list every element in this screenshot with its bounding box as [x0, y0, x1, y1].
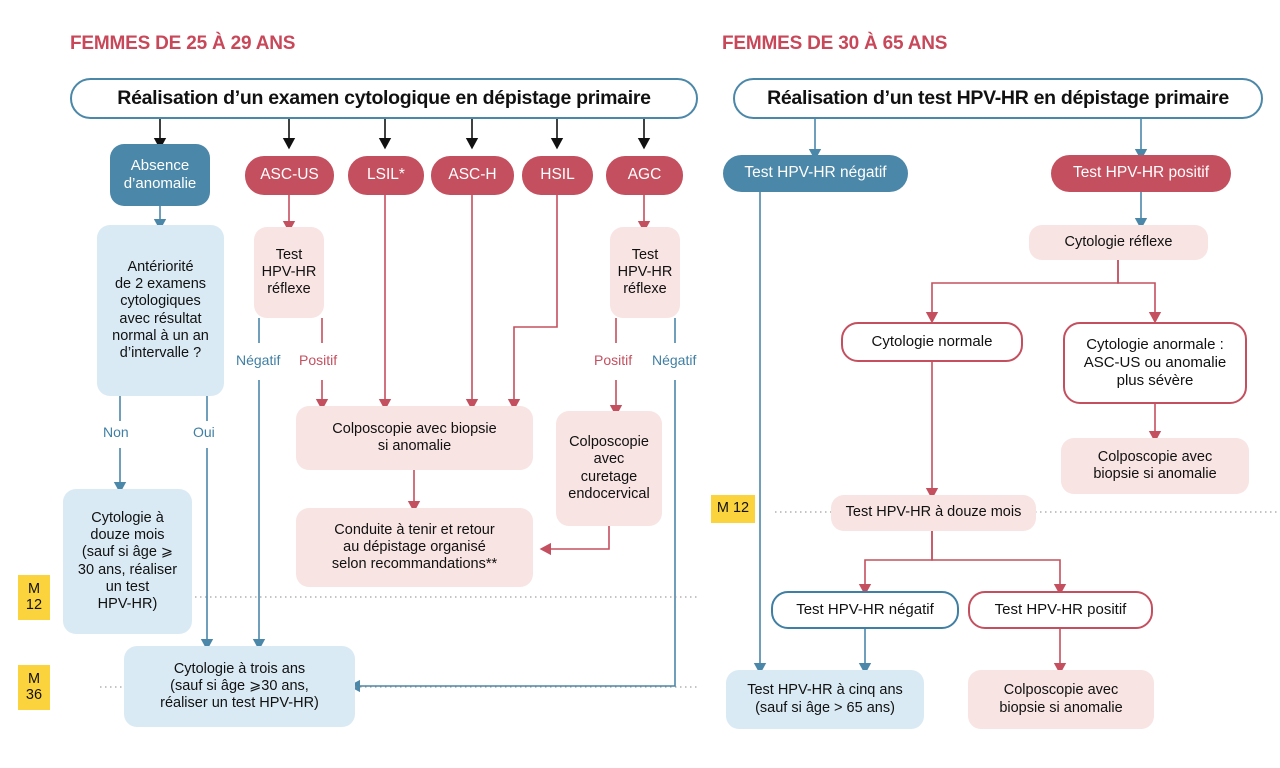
- edge-label-negatif-agc: Négatif: [652, 352, 697, 368]
- badge-m36-left-line2: 36: [25, 686, 43, 703]
- node-cytologie-normale-label: Cytologie normale: [871, 333, 993, 351]
- right-column-title: FEMMES DE 30 À 65 ANS: [722, 33, 948, 54]
- node-test-hpv-positif-bas: Test HPV-HR positif: [968, 591, 1153, 629]
- edge-label-non: Non: [103, 424, 129, 440]
- edge-label-positif-ascus: Positif: [299, 352, 338, 368]
- node-agc-label: AGC: [627, 166, 662, 184]
- right-header-node: Réalisation d’un test HPV-HR en dépistag…: [733, 78, 1263, 119]
- left-column-title: FEMMES DE 25 À 29 ANS: [70, 33, 296, 54]
- node-test-hpv-negatif-bas: Test HPV-HR négatif: [771, 591, 959, 629]
- node-asc-us: ASC-US: [245, 156, 334, 195]
- node-test-hpv-positif-top-label: Test HPV-HR positif: [1072, 164, 1210, 182]
- badge-m12-left-line1: M: [27, 581, 41, 598]
- badge-m12-left-line2: 12: [25, 596, 43, 613]
- badge-m36-left: M 36: [18, 665, 50, 710]
- node-asc-us-label: ASC-US: [260, 166, 319, 184]
- left-header-label: Réalisation d’un examen cytologique en d…: [117, 87, 651, 109]
- node-test-hpv-cinq-ans-label: Test HPV-HR à cinq ans(sauf si âge > 65 …: [747, 682, 903, 716]
- node-lsil: LSIL*: [348, 156, 424, 195]
- node-test-hpv-negatif-top-label: Test HPV-HR négatif: [744, 164, 887, 182]
- badge-m12-right-label: M 12: [716, 500, 750, 517]
- node-cytologie-trois-ans: Cytologie à trois ans(sauf si âge ⩾30 an…: [124, 646, 355, 727]
- node-cytologie-reflexe-label: Cytologie réflexe: [1064, 233, 1173, 250]
- node-test-hpv-douze-mois-label: Test HPV-HR à douze mois: [845, 504, 1022, 521]
- node-agc: AGC: [606, 156, 683, 195]
- node-asc-h-label: ASC-H: [448, 166, 497, 184]
- badge-m36-left-line1: M: [27, 671, 41, 688]
- node-test-hpv-positif-bas-label: Test HPV-HR positif: [994, 601, 1127, 619]
- node-test-hpv-positif-top: Test HPV-HR positif: [1051, 155, 1231, 192]
- edge-label-positif-agc: Positif: [594, 352, 633, 368]
- node-cytologie-trois-ans-label: Cytologie à trois ans(sauf si âge ⩾30 an…: [160, 660, 319, 712]
- right-header-label: Réalisation d’un test HPV-HR en dépistag…: [767, 87, 1229, 109]
- node-test-hpv-negatif-top: Test HPV-HR négatif: [723, 155, 908, 192]
- edge-label-negatif-ascus: Négatif: [236, 352, 281, 368]
- node-asc-h: ASC-H: [431, 156, 514, 195]
- node-cytologie-reflexe: Cytologie réflexe: [1029, 225, 1208, 260]
- edge-label-oui: Oui: [193, 424, 215, 440]
- node-test-hpv-douze-mois: Test HPV-HR à douze mois: [831, 495, 1036, 531]
- node-hsil-label: HSIL: [540, 166, 575, 184]
- node-test-hpv-cinq-ans: Test HPV-HR à cinq ans(sauf si âge > 65 …: [726, 670, 924, 729]
- badge-m12-left: M 12: [18, 575, 50, 620]
- node-test-hpv-negatif-bas-label: Test HPV-HR négatif: [796, 601, 934, 619]
- badge-m12-right: M 12: [711, 495, 755, 523]
- node-cytologie-normale: Cytologie normale: [841, 322, 1023, 362]
- left-header-node: Réalisation d’un examen cytologique en d…: [70, 78, 698, 119]
- node-hsil: HSIL: [522, 156, 593, 195]
- node-lsil-label: LSIL*: [367, 166, 405, 184]
